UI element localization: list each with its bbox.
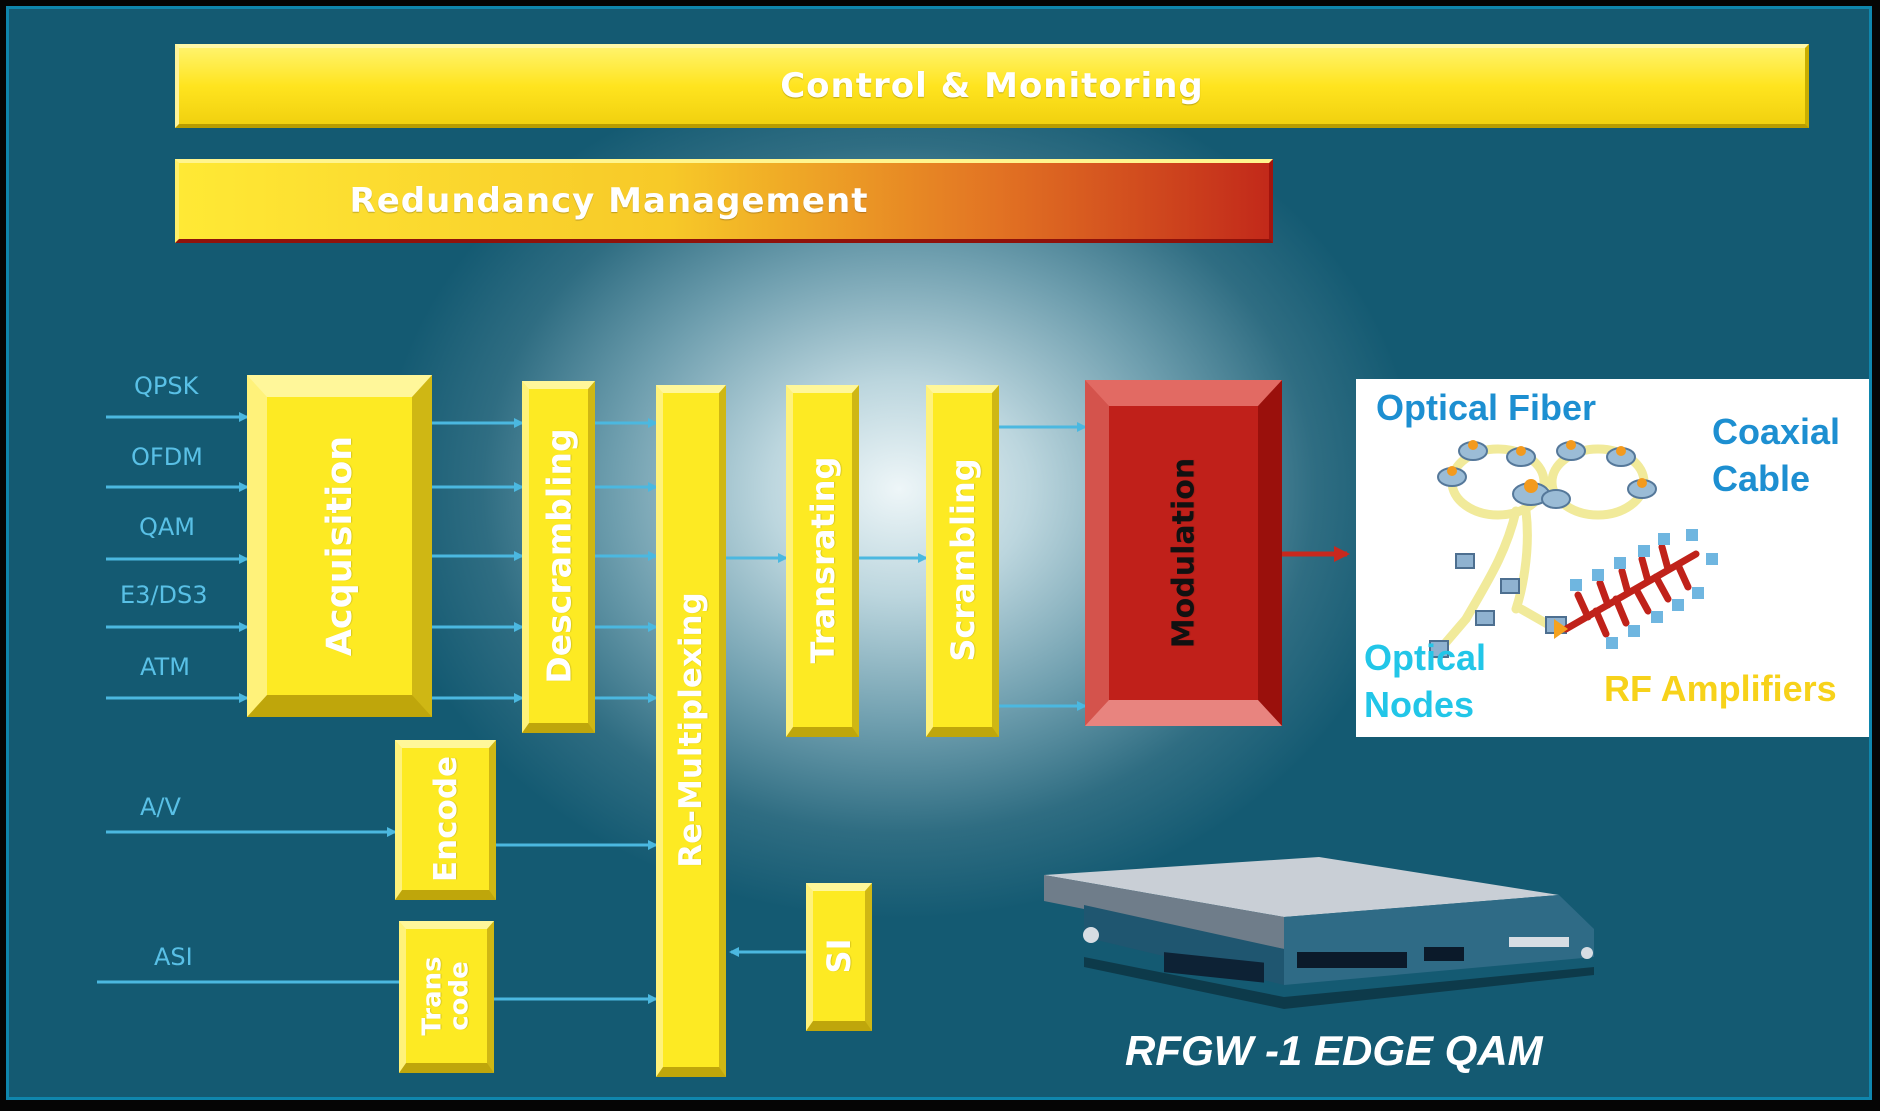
slide-background: Control & Monitoring Redundancy Manageme… <box>6 6 1872 1100</box>
transcode-block: Trans code <box>399 921 494 1073</box>
optical-nodes-label-line1: Optical <box>1364 637 1487 678</box>
optical-nodes-label-line2: Nodes <box>1364 683 1475 725</box>
flow-arrows <box>97 412 1350 1004</box>
descrambling-label: Descrambling <box>539 428 578 684</box>
amplifier-icons <box>1554 529 1718 649</box>
coaxial-cable-label: Coaxial Cable <box>1712 409 1840 503</box>
acquisition-label: Acquisition <box>319 435 360 657</box>
input-label-e3ds3: E3/DS3 <box>120 581 208 609</box>
fiber-rings <box>1431 444 1649 659</box>
optical-nodes-label: Optical Nodes <box>1364 635 1486 729</box>
re-multiplexing-label: Re-Multiplexing <box>673 592 709 868</box>
acquisition-block: Acquisition <box>247 375 432 717</box>
transcode-label: Trans code <box>417 956 475 1036</box>
modulation-block: Modulation <box>1085 380 1282 726</box>
encode-block: Encode <box>395 740 496 900</box>
cable-network-panel: Optical Fiber Coaxial Cable Optical Node… <box>1356 379 1869 737</box>
si-label: SI <box>820 938 858 974</box>
transrating-block: Transrating <box>786 385 859 737</box>
coaxial-cable-label-line1: Coaxial <box>1712 411 1841 452</box>
transcode-label-line1: Trans <box>417 956 448 1036</box>
coaxial-cable-label-line2: Cable <box>1712 457 1811 499</box>
rfgw-device-image <box>1044 857 1594 1009</box>
scrambling-label: Scrambling <box>943 458 982 662</box>
redundancy-management-label: Redundancy Management <box>349 181 869 221</box>
input-label-ofdm: OFDM <box>131 443 203 471</box>
transcode-label-line2: code <box>444 961 475 1031</box>
device-caption: RFGW -1 EDGE QAM <box>1125 1027 1543 1074</box>
input-label-qpsk: QPSK <box>134 372 199 400</box>
control-monitoring-label: Control & Monitoring <box>780 66 1204 106</box>
coaxial-tree <box>1562 543 1700 638</box>
control-monitoring-bar: Control & Monitoring <box>175 44 1809 128</box>
scrambling-block: Scrambling <box>926 385 999 737</box>
transrating-label: Transrating <box>803 456 842 664</box>
input-label-asi: ASI <box>154 943 193 971</box>
network-illustration <box>1429 440 1718 659</box>
si-block: SI <box>806 883 872 1031</box>
input-label-qam: QAM <box>139 513 196 541</box>
descrambling-block: Descrambling <box>522 381 595 733</box>
fiber-nodes <box>1429 440 1657 658</box>
encode-label: Encode <box>427 755 464 883</box>
input-label-av: A/V <box>140 793 181 821</box>
modulation-label: Modulation <box>1166 457 1201 649</box>
optical-fiber-label: Optical Fiber <box>1376 387 1597 428</box>
re-multiplexing-block: Re-Multiplexing <box>656 385 726 1077</box>
input-label-atm: ATM <box>140 653 190 681</box>
redundancy-management-bar: Redundancy Management <box>175 159 1273 243</box>
rf-amplifiers-label: RF Amplifiers <box>1604 668 1837 709</box>
